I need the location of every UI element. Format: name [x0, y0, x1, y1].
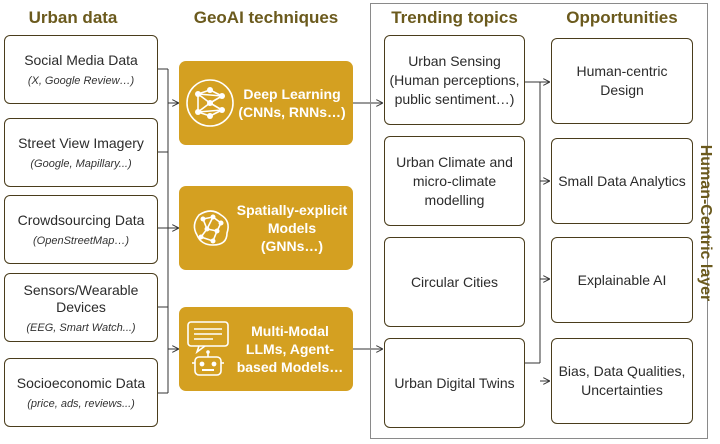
topic-label-line: micro-climate: [412, 172, 497, 189]
topic-circular-cities: Circular Cities: [384, 237, 525, 327]
chat-robot-icon: [187, 321, 229, 376]
header-urban-data: Urban data: [28, 8, 118, 27]
tech-label: Spatially-explicit Models (GNNs…): [235, 201, 353, 255]
data-subtitle: (Google, Mapillary...): [30, 158, 132, 170]
data-box-crowdsourcing: Crowdsourcing Data (OpenStreetMap…): [4, 195, 158, 264]
topic-urban-digital-twins: Urban Digital Twins: [384, 338, 525, 428]
topic-label-line: (Human perceptions,: [389, 71, 520, 88]
header-geoai-techniques: GeoAI techniques: [193, 8, 339, 27]
header-trending-topics: Trending topics: [391, 8, 518, 27]
graph-network-icon: [193, 210, 229, 246]
data-box-socioeconomic: Socioeconomic Data (price, ads, reviews.…: [4, 358, 158, 427]
topic-urban-climate: Urban Climate and micro-climate modellin…: [384, 136, 525, 226]
topic-label-line: Urban Sensing: [408, 52, 501, 69]
topic-label-line: public sentiment…): [394, 90, 515, 107]
opportunity-explainable-ai: Explainable AI: [551, 237, 693, 323]
topic-label-line: Urban Digital Twins: [394, 374, 515, 391]
opportunity-label-line: Small Data Analytics: [558, 172, 686, 189]
tech-label-line: based Models…: [236, 359, 344, 375]
data-title: Social Media Data: [24, 52, 138, 68]
tech-label-line: (CNNs, RNNs…): [238, 104, 346, 120]
tech-label-line: Spatially-explicit: [236, 202, 348, 218]
opportunity-small-data-analytics: Small Data Analytics: [551, 138, 693, 224]
data-subtitle: (OpenStreetMap…): [33, 235, 129, 247]
opportunity-bias-data-qualities: Bias, Data Qualities, Uncertainties: [551, 338, 693, 424]
data-box-street-view: Street View Imagery (Google, Mapillary..…: [4, 118, 158, 187]
topic-urban-sensing: Urban Sensing (Human perceptions, public…: [384, 35, 525, 125]
opportunity-label-line: Uncertainties: [581, 382, 663, 398]
data-title: Crowdsourcing Data: [17, 212, 145, 228]
topic-label-line: Urban Climate and: [396, 153, 513, 170]
data-subtitle: (X, Google Review…): [27, 75, 135, 87]
header-opportunities: Opportunities: [566, 8, 678, 27]
data-box-social-media: Social Media Data (X, Google Review…): [4, 35, 158, 104]
data-subtitle: (EEG, Smart Watch...): [26, 321, 136, 334]
tech-label-line: LLMs, Agent-: [245, 341, 335, 357]
tech-label: Deep Learning (CNNs, RNNs…): [235, 85, 353, 121]
human-centric-frame: [370, 3, 708, 439]
tech-label-line: Deep Learning: [243, 86, 341, 102]
topic-label-line: modelling: [424, 191, 485, 208]
neural-network-icon: [186, 79, 234, 127]
tech-multi-modal: Multi-Modal LLMs, Agent- based Models…: [179, 307, 353, 391]
opportunity-label-line: Human-centric: [576, 63, 668, 79]
opportunity-label-line: Design: [600, 82, 644, 98]
data-box-sensors: Sensors/Wearable Devices (EEG, Smart Wat…: [4, 273, 158, 342]
human-centric-layer-label: Human-Centric layer: [697, 144, 714, 302]
opportunity-label-line: Explainable AI: [577, 271, 667, 288]
tech-label-line: Models (GNNs…): [260, 220, 324, 254]
tech-label: Multi-Modal LLMs, Agent- based Models…: [231, 322, 353, 376]
data-subtitle: (price, ads, reviews...): [27, 398, 135, 410]
opportunity-human-centric-design: Human-centric Design: [551, 38, 693, 124]
tech-spatially-explicit: Spatially-explicit Models (GNNs…): [179, 186, 353, 270]
tech-label-line: Multi-Modal: [251, 323, 329, 339]
data-title: Street View Imagery: [18, 135, 144, 151]
data-title: Socioeconomic Data: [16, 375, 146, 391]
topic-label-line: Circular Cities: [410, 273, 499, 290]
data-title: Sensors/Wearable Devices: [23, 281, 139, 315]
tech-deep-learning: Deep Learning (CNNs, RNNs…): [179, 61, 353, 145]
opportunity-label-line: Bias, Data Qualities,: [558, 363, 686, 379]
